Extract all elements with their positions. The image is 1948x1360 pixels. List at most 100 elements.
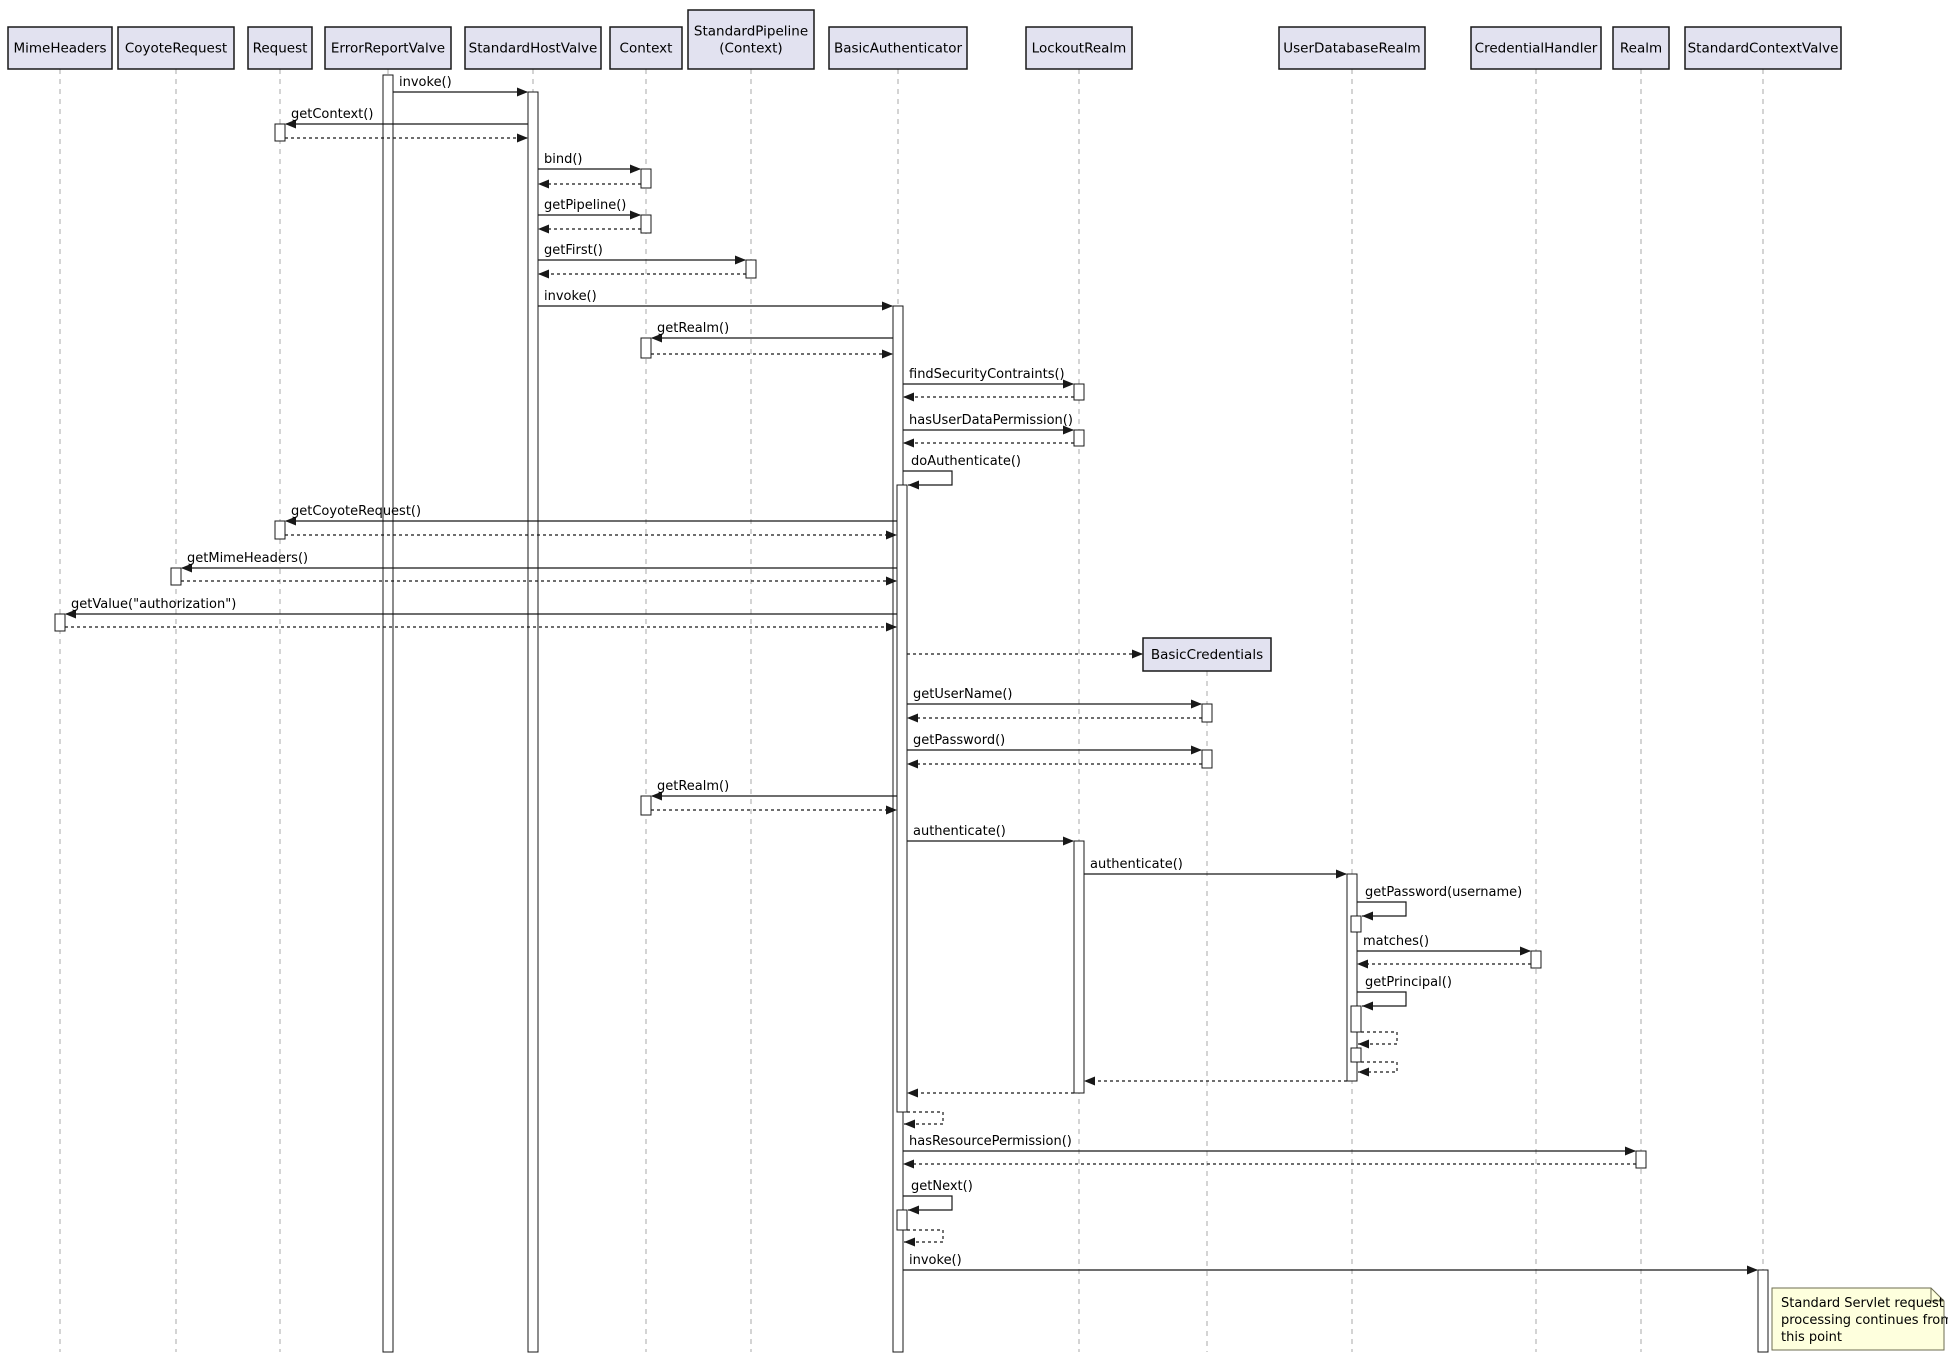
message-14-hasUserDataPermission-: hasUserDataPermission() bbox=[903, 413, 1074, 435]
participant-label-StandardHostValve: StandardHostValve bbox=[469, 41, 598, 57]
message-42-return bbox=[903, 1159, 1636, 1169]
participant-CoyoteRequest: CoyoteRequest bbox=[117, 26, 235, 70]
message-label: hasUserDataPermission() bbox=[909, 413, 1073, 428]
activation-CoyoteRequest-12 bbox=[170, 567, 182, 586]
participant-label-StandardPipeline: StandardPipeline bbox=[694, 24, 808, 40]
activation-Request-11 bbox=[274, 520, 286, 540]
message-label: matches() bbox=[1363, 934, 1429, 949]
message-0-invoke-: invoke() bbox=[393, 75, 528, 97]
message-label: authenticate() bbox=[913, 824, 1006, 839]
participant-Context: Context bbox=[609, 26, 683, 70]
message-13-return bbox=[903, 392, 1074, 402]
activation-CredentialHandler-20 bbox=[1530, 950, 1542, 969]
activation-StandardContextValve-25 bbox=[1757, 1269, 1769, 1353]
message-7-getFirst-: getFirst() bbox=[538, 243, 746, 265]
message-41-hasResourcePermission-: hasResourcePermission() bbox=[903, 1134, 1636, 1156]
message-9-invoke-: invoke() bbox=[538, 289, 893, 311]
participant-ErrorReportValve: ErrorReportValve bbox=[324, 26, 452, 70]
message-34-return bbox=[1357, 959, 1531, 969]
participant-Realm: Realm bbox=[1612, 26, 1670, 70]
participant-BasicAuthenticator: BasicAuthenticator bbox=[828, 26, 968, 70]
activation-UserDatabaseRealm-19 bbox=[1350, 915, 1362, 933]
participant-UserDatabaseRealm: UserDatabaseRealm bbox=[1278, 26, 1426, 70]
message-21-getValue-authorization-: getValue("authorization") bbox=[65, 597, 897, 619]
activation-MimeHeaders-13 bbox=[54, 613, 66, 632]
activation-BasicCredentials-15 bbox=[1201, 749, 1213, 769]
activation-StandardHostValve-1 bbox=[527, 91, 539, 1353]
message-23-create bbox=[907, 649, 1143, 659]
message-30-authenticate-: authenticate() bbox=[907, 824, 1074, 846]
participant-label-Context: Context bbox=[620, 41, 673, 57]
activation-Context-4 bbox=[640, 214, 652, 234]
note-line-0: Standard Servlet request bbox=[1781, 1296, 1944, 1311]
activation-Context-16 bbox=[640, 795, 652, 816]
message-label: invoke() bbox=[399, 75, 452, 90]
message-18-return bbox=[285, 530, 897, 540]
object-label-BasicCredentials: BasicCredentials bbox=[1151, 647, 1263, 663]
message-45-invoke-: invoke() bbox=[903, 1253, 1758, 1275]
message-22-return bbox=[65, 622, 897, 632]
message-24-getUserName-: getUserName() bbox=[907, 687, 1202, 709]
activation-Request-2 bbox=[274, 123, 286, 142]
message-label: getRealm() bbox=[657, 779, 729, 794]
activation-LockoutRealm-9 bbox=[1073, 429, 1085, 447]
message-label: getUserName() bbox=[913, 687, 1012, 702]
participant-label-StandardContextValve: StandardContextValve bbox=[1688, 41, 1839, 57]
participant-label-BasicAuthenticator: BasicAuthenticator bbox=[834, 41, 963, 57]
activation-UserDatabaseRealm-21 bbox=[1350, 1005, 1362, 1033]
message-37-selfreturn bbox=[1358, 1061, 1398, 1077]
participant-label-Realm: Realm bbox=[1620, 41, 1662, 57]
message-15-return bbox=[903, 438, 1074, 448]
message-label: getCoyoteRequest() bbox=[291, 504, 421, 519]
message-8-return bbox=[538, 269, 746, 279]
message-36-selfreturn bbox=[1358, 1031, 1398, 1049]
activation-ErrorReportValve-0 bbox=[382, 74, 394, 1353]
message-label: getPipeline() bbox=[544, 198, 626, 213]
participant-StandardContextValve: StandardContextValve bbox=[1684, 26, 1842, 70]
activation-StandardPipeline-5 bbox=[745, 259, 757, 279]
participant-label-CoyoteRequest: CoyoteRequest bbox=[125, 41, 227, 57]
message-label: getNext() bbox=[911, 1179, 973, 1194]
message-39-return bbox=[907, 1088, 1074, 1098]
message-6-return bbox=[538, 224, 641, 234]
message-label: getValue("authorization") bbox=[71, 597, 236, 612]
message-44-selfreturn bbox=[904, 1229, 944, 1247]
message-31-authenticate-: authenticate() bbox=[1084, 857, 1347, 879]
message-27-return bbox=[907, 759, 1202, 769]
message-16-doAuthenticate-: doAuthenticate() bbox=[903, 454, 1021, 490]
participant-Request: Request bbox=[247, 26, 313, 70]
message-4-return bbox=[538, 179, 641, 189]
participant-label-MimeHeaders: MimeHeaders bbox=[13, 41, 106, 57]
message-label: getPrincipal() bbox=[1365, 975, 1452, 990]
participant-label-CredentialHandler: CredentialHandler bbox=[1475, 41, 1598, 57]
message-label: hasResourcePermission() bbox=[909, 1134, 1072, 1149]
message-1-getContext-: getContext() bbox=[285, 107, 528, 129]
message-25-return bbox=[907, 713, 1202, 723]
message-label: invoke() bbox=[909, 1253, 962, 1268]
note-line-2: this point bbox=[1781, 1330, 1842, 1345]
message-label: getPassword(username) bbox=[1365, 885, 1522, 900]
message-35-getPrincipal-: getPrincipal() bbox=[1357, 975, 1452, 1011]
message-label: getMimeHeaders() bbox=[187, 551, 308, 566]
participant-label-StandardPipeline: (Context) bbox=[719, 41, 782, 57]
participant-LockoutRealm: LockoutRealm bbox=[1025, 26, 1133, 70]
message-label: bind() bbox=[544, 152, 583, 167]
message-29-return bbox=[651, 805, 897, 815]
participant-label-ErrorReportValve: ErrorReportValve bbox=[331, 41, 445, 57]
message-label: authenticate() bbox=[1090, 857, 1183, 872]
message-label: getContext() bbox=[291, 107, 373, 122]
participant-label-UserDatabaseRealm: UserDatabaseRealm bbox=[1283, 41, 1420, 57]
participant-CredentialHandler: CredentialHandler bbox=[1470, 26, 1602, 70]
activation-BasicAuthenticator-24 bbox=[896, 1209, 908, 1231]
message-label: findSecurityContraints() bbox=[909, 367, 1065, 382]
message-38-return bbox=[1084, 1076, 1347, 1086]
participant-label-Request: Request bbox=[253, 41, 308, 57]
activation-BasicCredentials-14 bbox=[1201, 703, 1213, 723]
message-12-findSecurityContraints-: findSecurityContraints() bbox=[903, 367, 1074, 389]
activation-LockoutRealm-17 bbox=[1073, 840, 1085, 1094]
message-label: getRealm() bbox=[657, 321, 729, 336]
participant-StandardHostValve: StandardHostValve bbox=[464, 26, 602, 70]
activation-Realm-23 bbox=[1635, 1150, 1647, 1169]
